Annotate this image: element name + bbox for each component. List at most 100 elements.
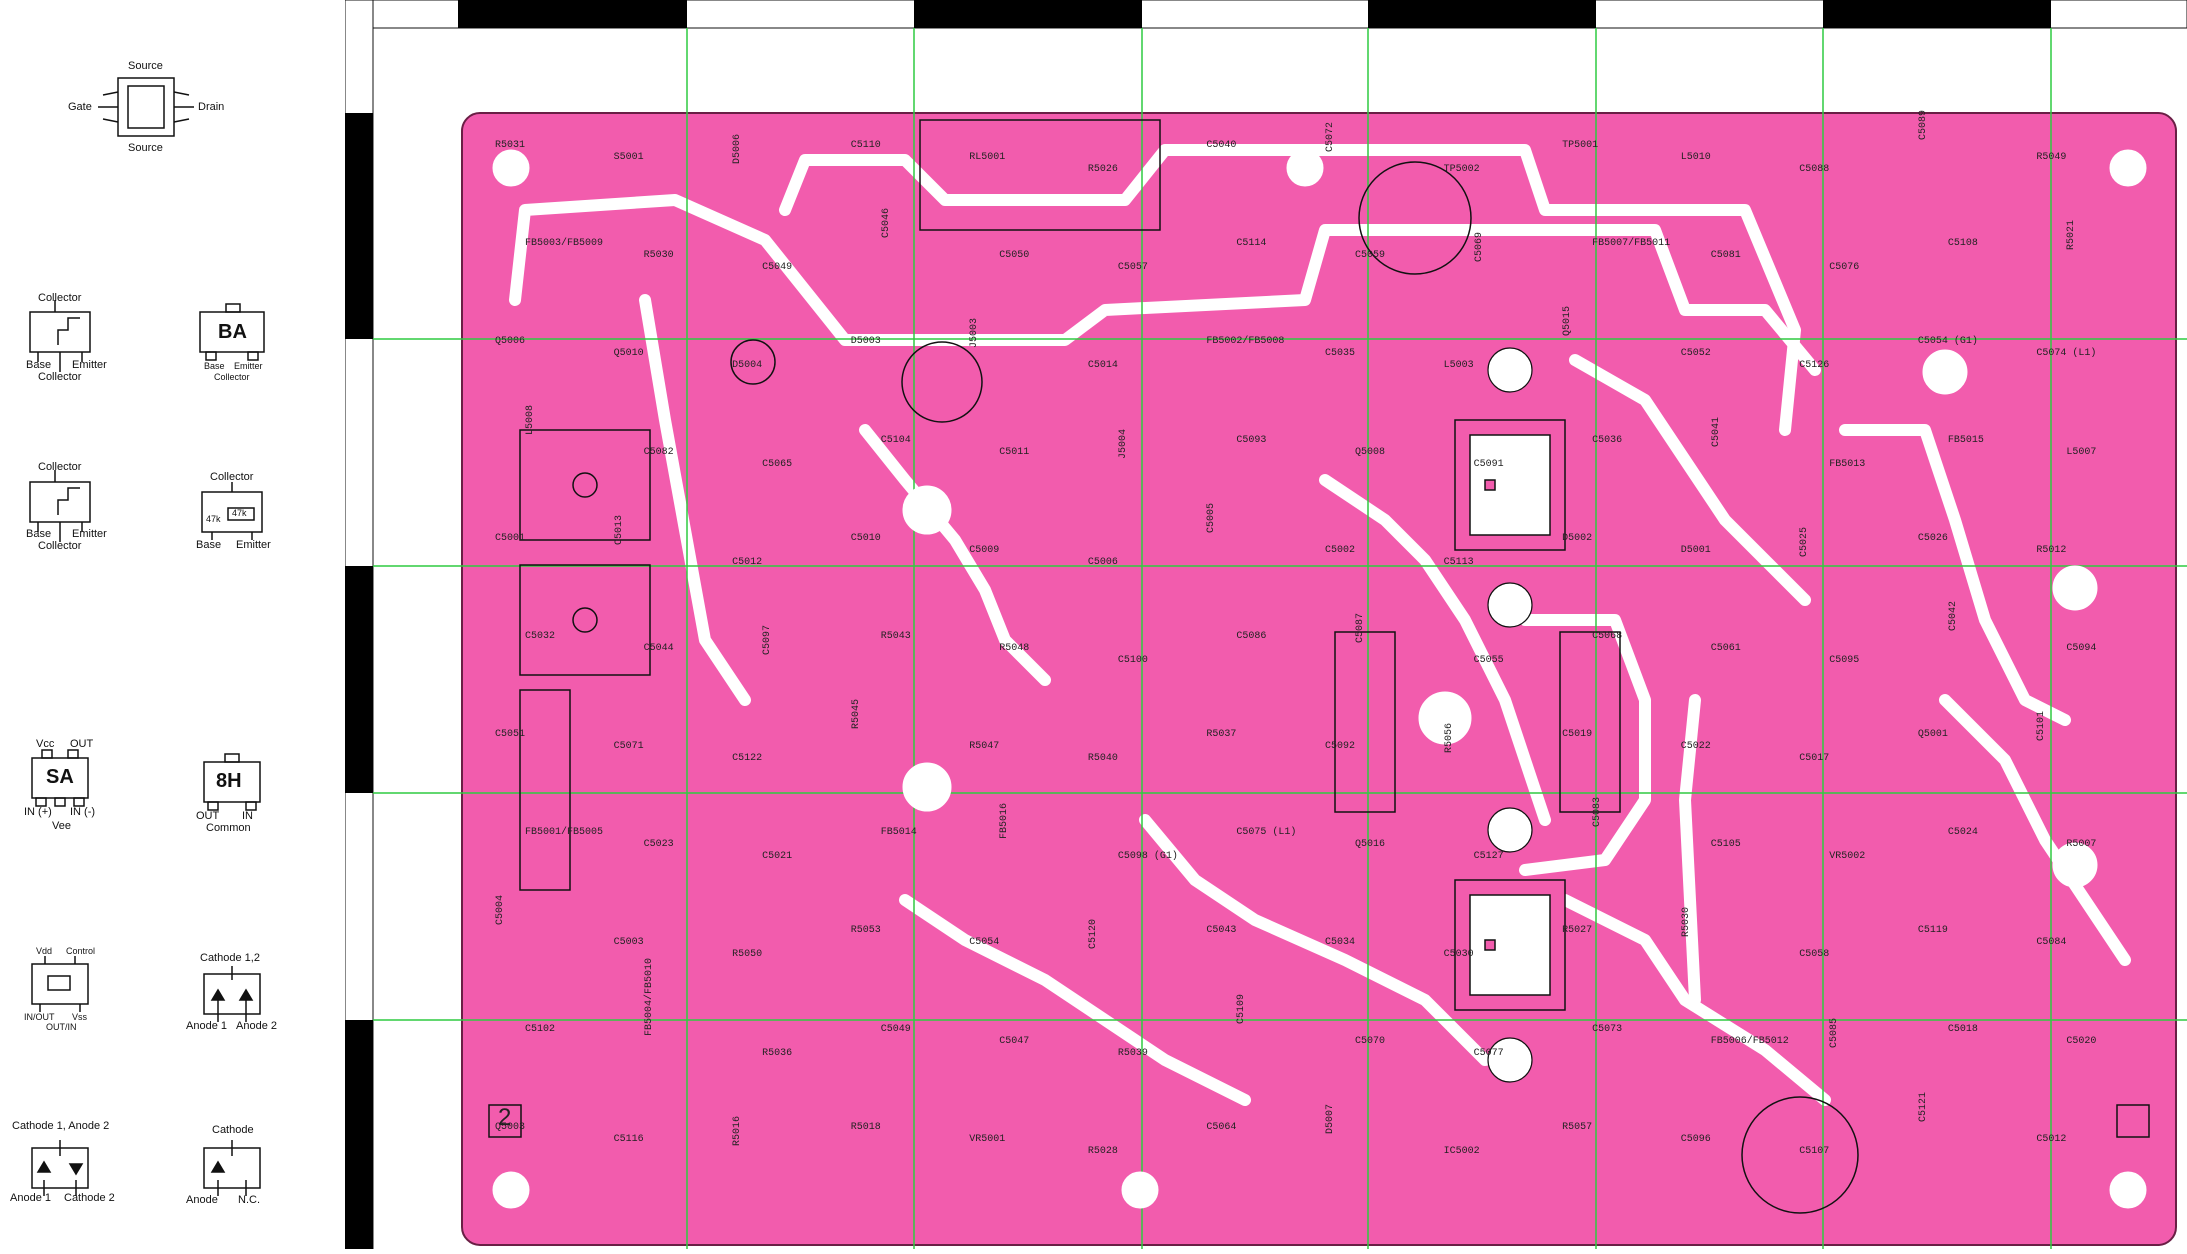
component-ref-c5092: C5092 [1325, 741, 1356, 753]
diode-series-anode1: Anode 1 [10, 1192, 51, 1204]
component-ref-c5102: C5102 [525, 1023, 556, 1035]
component-ref-c5021: C5021 [762, 851, 793, 863]
component-legend: Source Gate Drain Source Collector Base … [0, 0, 345, 1249]
component-ref-c5043: C5043 [1206, 925, 1237, 937]
component-ref-c5109: C5109 [1236, 993, 1248, 1024]
component-ref-r5056: R5056 [1443, 723, 1455, 754]
component-ref-c5032: C5032 [525, 630, 556, 642]
component-ref-c5054-g1-: C5054 (G1) [1917, 336, 1978, 348]
sa-vee: Vee [52, 820, 71, 832]
component-ref-j5003: J5003 [969, 318, 981, 349]
diode-single-anode: Anode [186, 1194, 218, 1206]
component-ref-q5010: Q5010 [613, 348, 644, 360]
component-ref-j5004: J5004 [1117, 428, 1129, 459]
board-substrate [461, 112, 2177, 1246]
diode-series-icon [31, 1140, 89, 1196]
component-ref-q5003: Q5003 [495, 1121, 526, 1133]
component-ref-c5084: C5084 [2036, 937, 2067, 949]
electrolytic-caps [730, 161, 1859, 1214]
component-ref-c5024: C5024 [1947, 827, 1978, 839]
heat-sink-holes [1487, 347, 1533, 1083]
component-ref-r5012: R5012 [2036, 544, 2067, 556]
component-ref-c5108: C5108 [1947, 238, 1978, 250]
transistor-b-collector-bottom: Collector [38, 540, 82, 552]
component-ref-c5049: C5049 [762, 262, 793, 274]
sa-in-minus: IN (-) [70, 806, 96, 818]
component-ref-c5081: C5081 [1710, 250, 1741, 262]
component-ref-c5052: C5052 [1680, 348, 1711, 360]
component-ref-fb5013: FB5013 [1829, 458, 1866, 470]
component-ref-c5011: C5011 [999, 446, 1030, 458]
component-ref-c5105: C5105 [1710, 839, 1741, 851]
transistor-a-base: Base [26, 359, 52, 371]
component-ref-c5073: C5073 [1592, 1023, 1623, 1035]
component-ref-r5049: R5049 [2036, 152, 2067, 163]
component-ref-c5110: C5110 [850, 140, 881, 151]
component-ref-r5018: R5018 [850, 1121, 881, 1133]
component-ref-r5027: R5027 [1562, 925, 1593, 937]
component-ref-fb5006-fb5012: FB5006/FB5012 [1710, 1035, 1789, 1047]
component-ref-c5069: C5069 [1473, 232, 1485, 263]
component-ref-c5085: C5085 [1829, 1017, 1841, 1048]
component-ref-c5025: C5025 [1799, 526, 1811, 557]
component-ref-c5089: C5089 [1917, 109, 1929, 140]
component-ref-c5101: C5101 [2036, 711, 2048, 742]
component-ref-l5008: L5008 [525, 404, 536, 435]
component-ref-c5093: C5093 [1236, 434, 1267, 446]
transistor-a-collector-bottom: Collector [38, 371, 82, 383]
sa-code: SA [46, 766, 74, 788]
component-ref-d5004: D5004 [732, 360, 763, 372]
digital-tr-resistor2: 47k [206, 514, 221, 524]
component-ref-c5047: C5047 [999, 1035, 1030, 1047]
component-ref-r5007: R5007 [2066, 839, 2097, 851]
component-ref-r5026: R5026 [1087, 164, 1118, 175]
component-ref-c5126: C5126 [1799, 360, 1830, 372]
component-ref-r5039: R5039 [1117, 1047, 1148, 1059]
transistor-b-collector-top: Collector [38, 461, 82, 473]
mounting-holes [492, 149, 2147, 1209]
component-ref-c5095: C5095 [1829, 654, 1860, 666]
component-ref-c5044: C5044 [643, 642, 674, 654]
component-ref-d5001: D5001 [1680, 544, 1711, 556]
diode-cc-anode1: Anode 1 [186, 1020, 227, 1032]
component-ref-r5048: R5048 [999, 642, 1030, 654]
component-ref-r5040: R5040 [1087, 753, 1118, 765]
component-ref-c5113: C5113 [1443, 556, 1474, 568]
component-ref-fb5002-fb5008: FB5002/FB5008 [1206, 336, 1285, 348]
side-number: 2 [498, 1104, 512, 1131]
component-ref-c5100: C5100 [1117, 654, 1148, 666]
switch-control: Control [66, 946, 96, 956]
component-ref-c5006: C5006 [1087, 556, 1118, 568]
component-ref-c5097: C5097 [762, 624, 774, 655]
component-ref-c5012: C5012 [2036, 1133, 2067, 1145]
component-ref-d5007: D5007 [1325, 1103, 1336, 1134]
component-ref-r5037: R5037 [1206, 729, 1237, 741]
power-transistor-q5015 [1454, 419, 1566, 551]
component-ref-c5014: C5014 [1087, 360, 1118, 372]
component-ref-r5021: R5021 [2066, 220, 2078, 251]
component-ref-q5016: Q5016 [1355, 839, 1386, 851]
component-ref-r5028: R5028 [1087, 1145, 1118, 1157]
switch-ic-icon [31, 956, 89, 1012]
ba-base: Base [204, 361, 225, 371]
component-ref-q5001: Q5001 [1917, 729, 1948, 741]
component-ref-fb5004-fb5010: FB5004/FB5010 [643, 957, 655, 1036]
component-ref-fb5001-fb5005: FB5001/FB5005 [525, 827, 604, 839]
fet-gate-label: Gate [68, 101, 92, 113]
power-resistors [919, 119, 1621, 813]
component-ref-c5077: C5077 [1473, 1047, 1504, 1059]
component-ref-c5049: C5049 [880, 1023, 911, 1035]
jumpers [519, 429, 651, 676]
transistor-b-emitter: Emitter [72, 528, 107, 540]
component-ref-c5098-g1-: C5098 (G1) [1117, 851, 1178, 863]
pcb-board [344, 0, 2187, 1250]
h8-in: IN [242, 810, 253, 822]
component-ref-c5072: C5072 [1325, 121, 1336, 152]
component-ref-c5096: C5096 [1680, 1133, 1711, 1145]
digital-transistor-icon [201, 482, 263, 540]
transistor-b-icon [29, 470, 91, 542]
component-ref-d5003: D5003 [850, 336, 881, 348]
component-ref-c5035: C5035 [1325, 348, 1356, 360]
diode-single-icon [203, 1140, 261, 1196]
